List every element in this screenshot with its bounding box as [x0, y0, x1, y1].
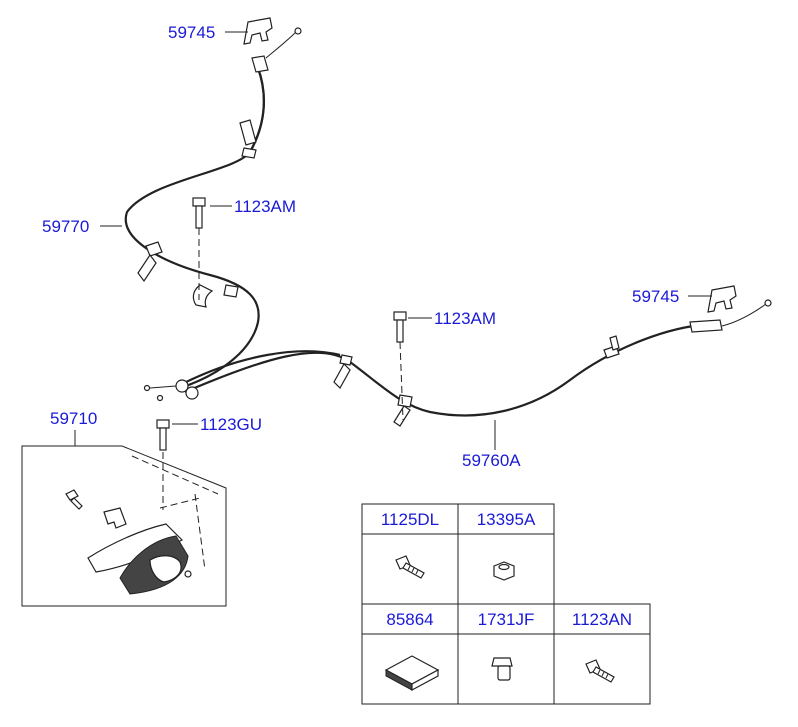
label-59760A: 59760A [462, 451, 521, 470]
table-part-1125DL: 1125DL [381, 510, 439, 529]
nut-icon [493, 561, 515, 581]
table-part-1123AN: 1123AN [572, 610, 632, 629]
pad-icon [384, 655, 440, 692]
clip-nut-icon [491, 657, 513, 681]
table-part-13395A: 13395A [477, 510, 536, 529]
bolt-icon [395, 555, 425, 579]
bolt-1123AM-upper [192, 197, 206, 300]
table-part-85864: 85864 [386, 610, 433, 629]
rear-cable-59760A [181, 299, 772, 427]
label-59710: 59710 [50, 409, 97, 428]
bolt-1123GU [156, 419, 170, 510]
clip-59745-right [707, 285, 737, 313]
table-part-1731JF: 1731JF [478, 610, 535, 629]
clip-59745-top [243, 17, 273, 45]
leader-lines [74, 31, 712, 450]
parts-table: 1125DL 13395A 85864 1731JF 1123AN [361, 503, 651, 705]
lever-assembly-box [21, 445, 227, 607]
bolt-icon [585, 659, 615, 683]
label-59745-top: 59745 [168, 23, 215, 42]
bolt-1123AM-middle [393, 311, 407, 421]
label-59770: 59770 [42, 217, 89, 236]
label-1123AM-middle: 1123AM [434, 309, 496, 328]
label-59745-right: 59745 [632, 287, 679, 306]
label-1123GU: 1123GU [200, 415, 262, 434]
equalizer [143, 379, 199, 402]
front-cable-59770 [124, 27, 302, 390]
label-1123AM-upper: 1123AM [234, 197, 296, 216]
